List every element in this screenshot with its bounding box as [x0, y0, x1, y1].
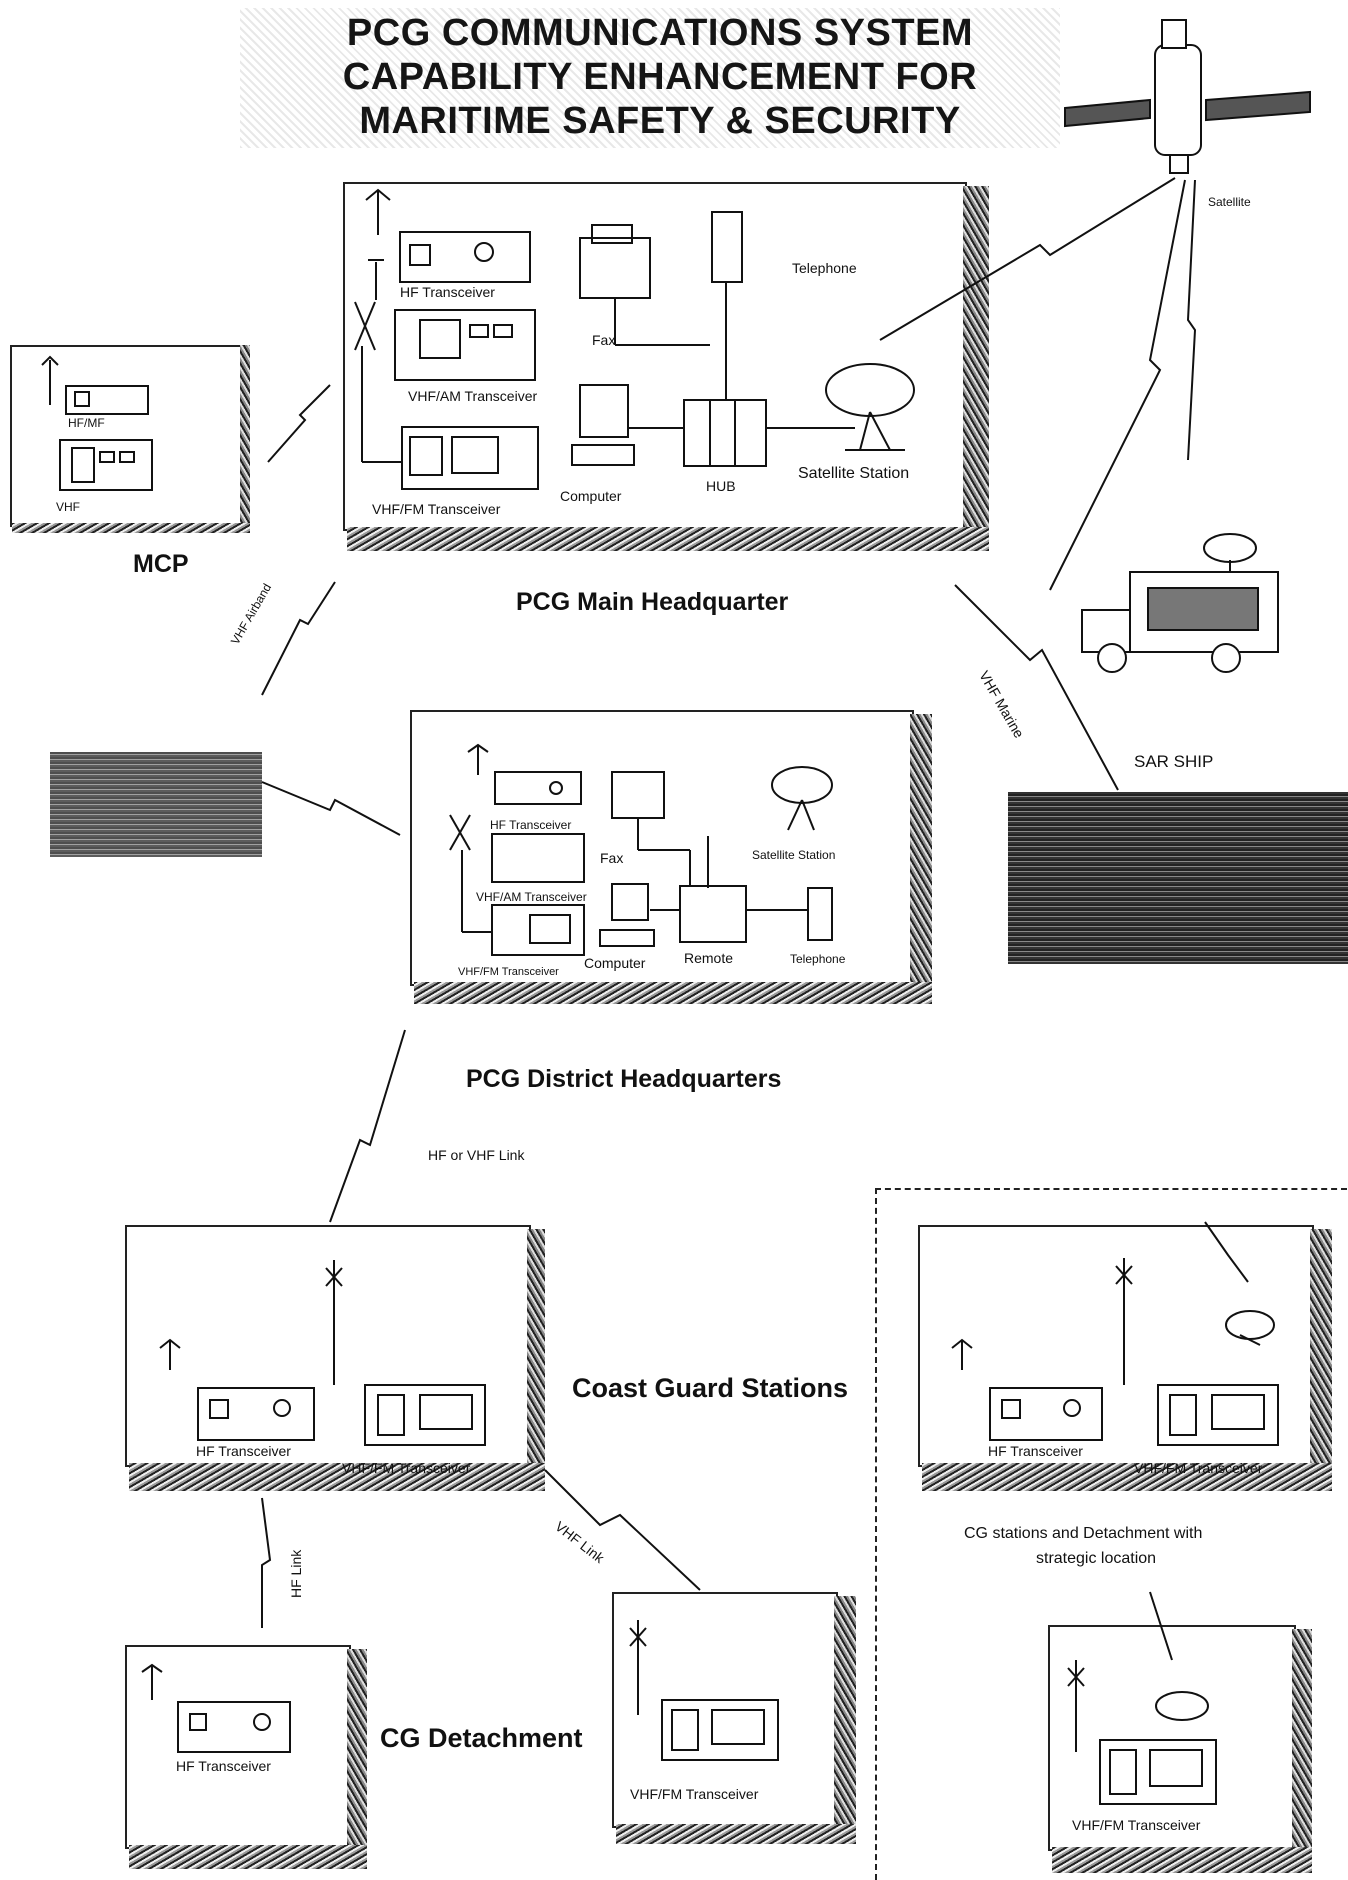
main-hq-hf-label: HF Transceiver: [400, 284, 495, 300]
strategic-station-equipment: [952, 1258, 1278, 1445]
detachment-hf-equipment: [142, 1665, 290, 1752]
strategic-caption-line-1: CG stations and Detachment with: [964, 1525, 1202, 1543]
district-hq-vhf-am-label: VHF/AM Transceiver: [476, 890, 587, 904]
district-hq-telephone-label: Telephone: [790, 952, 845, 966]
strategic-station-hf-label: HF Transceiver: [988, 1443, 1083, 1459]
main-hq-vhf-am-label: VHF/AM Transceiver: [408, 388, 537, 404]
main-hq-caption: PCG Main Headquarter: [516, 588, 788, 617]
satellite-link-down: [1188, 180, 1195, 460]
mcp-vhf-label: VHF: [56, 500, 80, 514]
hf-vhf-link-label: HF or VHF Link: [428, 1147, 524, 1163]
hf-link: [262, 1498, 270, 1628]
mcp-hf-mf-label: HF/MF: [68, 416, 105, 430]
detachment-vhf-equipment: [630, 1620, 778, 1760]
district-hq-computer-label: Computer: [584, 955, 645, 971]
cg-stations-caption: Coast Guard Stations: [572, 1373, 848, 1404]
district-hq-fax-label: Fax: [600, 850, 623, 866]
main-hq-equipment: [355, 190, 914, 489]
satellite-icon: [1065, 20, 1310, 173]
hf-vhf-link: [330, 1030, 405, 1222]
strategic-station-vhf-fm-label: VHF/FM Transceiver: [1134, 1460, 1262, 1476]
district-hq-hf-label: HF Transceiver: [490, 818, 571, 832]
detachment-hf-label: HF Transceiver: [176, 1758, 271, 1774]
district-hq-remote-label: Remote: [684, 950, 733, 966]
main-hq-hub-label: HUB: [706, 478, 736, 494]
mcp-link: [268, 385, 330, 462]
sar-ship-caption: SAR SHIP: [1134, 752, 1213, 772]
strategic-sat-link-1: [1205, 1222, 1248, 1282]
vhf-airband-link: [262, 582, 335, 695]
main-hq-satellite-station-label: Satellite Station: [798, 465, 909, 483]
main-hq-computer-label: Computer: [560, 488, 621, 504]
satellite-link-main-hq: [880, 178, 1175, 340]
main-hq-vhf-fm-label: VHF/FM Transceiver: [372, 501, 500, 517]
satellite-label: Satellite: [1208, 195, 1251, 209]
detachment-vhf-fm-label: VHF/FM Transceiver: [630, 1786, 758, 1802]
strategic-caption-line-2: strategic location: [1036, 1550, 1156, 1568]
satellite-truck-icon: [1082, 534, 1278, 672]
strategic-detachment-vhf-fm-label: VHF/FM Transceiver: [1072, 1817, 1200, 1833]
main-hq-fax-label: Fax: [592, 332, 615, 348]
cg-stations-equipment: [160, 1260, 485, 1445]
cg-stations-vhf-fm-label: VHF/FM Transceiver: [342, 1460, 470, 1476]
strategic-sat-link-2: [1150, 1592, 1172, 1660]
strategic-detachment-equipment: [1068, 1660, 1216, 1804]
cg-detachment-caption: CG Detachment: [380, 1723, 583, 1754]
hf-link-label: HF Link: [288, 1550, 304, 1598]
district-hq-caption: PCG District Headquarters: [466, 1065, 781, 1094]
mcp-caption: MCP: [133, 550, 189, 579]
district-hq-satellite-station-label: Satellite Station: [752, 848, 835, 862]
main-hq-telephone-label: Telephone: [792, 260, 857, 276]
cg-stations-hf-label: HF Transceiver: [196, 1443, 291, 1459]
helicopter-link: [262, 782, 400, 835]
district-hq-vhf-fm-label: VHF/FM Transceiver: [458, 966, 559, 978]
